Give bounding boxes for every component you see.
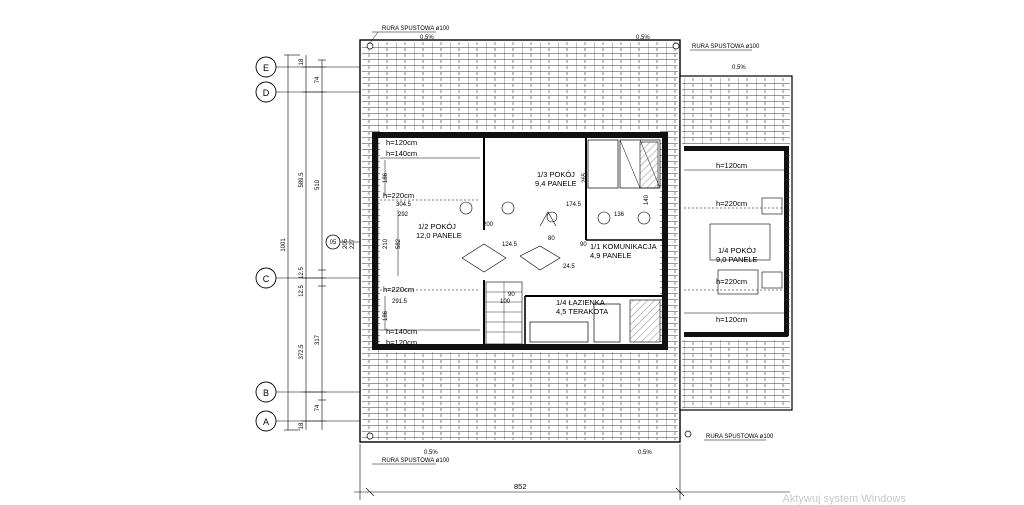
dim-100: 100 [500,299,511,305]
height-120-b: h=120cm [386,338,417,347]
slope-labels: 0.5% 0.5% 0.5% 0.5% 0.5% [420,35,746,456]
dim-200: 200 [483,222,494,228]
room-name: 1/4 ŁAZIENKA [556,298,605,307]
main-building [359,39,681,443]
dim-12-5-a: 12.5 [299,267,305,279]
dim-292: 292 [398,212,409,218]
dim-210: 210 [383,238,389,249]
right-height-120-bot: h=120cm [716,315,747,324]
dim-90-b: 90 [580,242,587,248]
dim-80: 80 [548,236,555,242]
dim-18-bottom: 18 [299,422,305,429]
height-labels: h=120cm h=140cm h=220cm h=220cm h=140cm … [383,138,747,347]
dim-186-b: 186 [383,310,389,321]
slope-top-mid: 0.5% [636,35,650,41]
bottom-dimension [354,444,790,500]
room-1-2: 1/2 POKÓJ 12,0 PANELE [416,222,462,240]
inner-left-dims [373,160,399,330]
room-area: 12,0 PANELE [416,231,462,240]
rura-top-left: RURA SPUSTOWA ø100 [382,26,450,32]
dim-227: 227 [350,238,356,249]
windows-activation-watermark: Aktywuj system Windows [782,493,906,505]
room-1-4b: 1/4 POKÓJ 9,0 PANELE [716,246,758,264]
dim-205: 205 [343,238,349,249]
rura-top-right: RURA SPUSTOWA ø100 [692,44,760,50]
dim-24-5: 24.5 [563,264,575,270]
roof-top [362,42,678,130]
dim-317: 317 [315,334,321,345]
slope-right-top: 0.5% [732,65,746,71]
dim-74-bottom: 74 [315,404,321,411]
downspout-labels: RURA SPUSTOWA ø100 RURA SPUSTOWA ø100 RU… [366,26,774,465]
dim-overall: 1001 [281,238,287,252]
room-name: 1/3 POKÓJ [537,170,575,179]
height-140-a: h=140cm [386,149,417,158]
height-220-b: h=220cm [383,285,414,294]
dim-124-5: 124.5 [502,242,518,248]
room-labels: 1/2 POKÓJ 12,0 PANELE 1/3 POKÓJ 9,4 PANE… [416,170,758,316]
axis-B-label: B [263,388,269,398]
axis-C-label: C [263,274,270,284]
roof-right-bottom [682,340,790,408]
dim-510: 510 [315,179,321,190]
left-dimension-texts: 1001 589.5 372.5 510 317 74 74 18 18 12.… [281,58,321,429]
axis-05-label: 05 [330,240,337,246]
dim-136: 136 [614,212,625,218]
axis-A-label: A [263,417,269,427]
height-120-a: h=120cm [386,138,417,147]
room-1-3: 1/3 POKÓJ 9,4 PANELE [535,170,577,188]
left-dimensions [284,54,326,431]
room-area: 9,4 PANELE [535,179,577,188]
dim-18-top: 18 [299,58,305,65]
room-1-4a: 1/4 ŁAZIENKA 4,5 TERAKOTA [556,298,608,316]
axis-E-label: E [263,63,269,73]
room-name: 1/2 POKÓJ [418,222,456,231]
slope-top-left: 0.5% [420,35,434,41]
right-height-120-top: h=120cm [716,161,747,170]
axis-D-marker: D [255,81,360,103]
rura-bottom-right: RURA SPUSTOWA ø100 [706,434,774,440]
dim-265: 265 [582,172,588,183]
slope-bottom-left: 0.5% [424,450,438,456]
dim-74-top: 74 [315,76,321,83]
right-annex [679,75,793,411]
room-1-1: 1/1 KOMUNIKACJA 4,9 PANELE [590,242,657,260]
room-name: 1/4 POKÓJ [718,246,756,255]
right-height-220-a: h=220cm [716,199,747,208]
dim-90-a: 90 [508,292,515,298]
dim-140: 140 [644,194,650,205]
inner-dimension-texts: 304.5 292 291.5 124.5 174.5 100 186 186 … [383,172,650,321]
dim-186-a: 186 [383,172,389,183]
dim-291-5: 291.5 [392,299,408,305]
dim-852: 852 [514,482,527,491]
rura-bottom-left: RURA SPUSTOWA ø100 [382,458,450,464]
height-140-b: h=140cm [386,327,417,336]
dim-174-5: 174.5 [566,202,582,208]
room-area: 4,9 PANELE [590,251,632,260]
room-area: 4,5 TERAKOTA [556,307,608,316]
dim-lower: 372.5 [299,344,305,360]
room-name: 1/1 KOMUNIKACJA [590,242,657,251]
dim-upper: 589.5 [299,172,305,188]
roof-right-top [682,78,790,144]
height-220-a: h=220cm [383,191,414,200]
slope-bottom-mid: 0.5% [638,450,652,456]
partitions [380,138,784,345]
roof-bottom [362,352,678,440]
room-area: 9,0 PANELE [716,255,758,264]
right-height-220-b: h=220cm [716,277,747,286]
dim-582: 582 [396,238,402,249]
axis-05-marker: 05 205 227 [325,234,362,250]
dim-304-5: 304.5 [396,202,412,208]
dim-12-5-b: 12.5 [299,285,305,297]
axis-D-label: D [263,88,270,98]
